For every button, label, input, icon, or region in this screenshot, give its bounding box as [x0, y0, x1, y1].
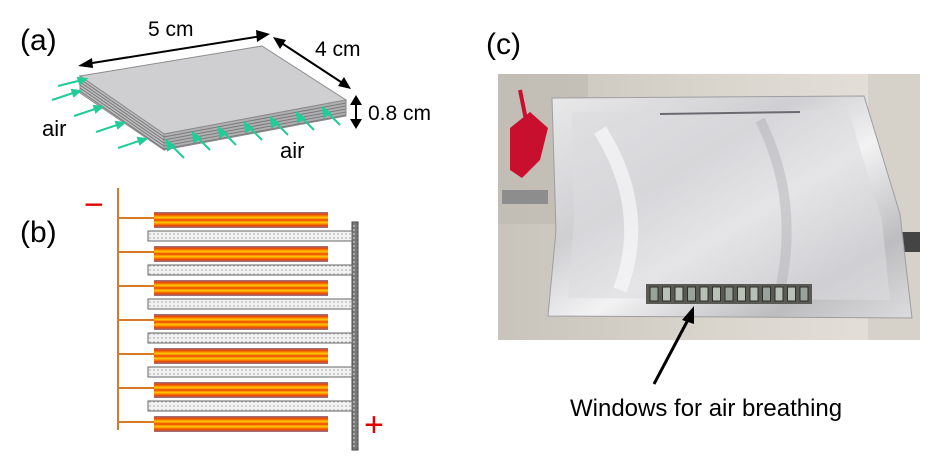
airflow-arrow-front [165, 105, 341, 159]
red-clip [510, 112, 548, 178]
panel-label-a: (a) [20, 24, 57, 57]
positive-collector [351, 221, 359, 451]
air-electrode [154, 280, 328, 296]
pointer-arrow [652, 306, 694, 385]
air-label-left: air [42, 116, 66, 141]
width-label: 4 cm [315, 38, 361, 61]
panel-c: (c) Windows for air breathing [486, 28, 920, 422]
cathode-plate [147, 366, 353, 378]
cathode-plate [147, 400, 353, 412]
air-electrode [154, 246, 328, 262]
air-window-hole [749, 286, 759, 302]
panel-label-c: (c) [486, 28, 521, 61]
left-tab [502, 190, 548, 204]
air-window-hole [674, 286, 684, 302]
positive-sign: + [364, 406, 384, 444]
thickness-label: 0.8 cm [368, 102, 431, 125]
air-electrode [154, 314, 328, 330]
cathode-plate [147, 332, 353, 344]
air-window-hole [787, 286, 796, 302]
plate-stack [78, 45, 348, 151]
negative-sign: − [84, 186, 104, 224]
photo-caption: Windows for air breathing [570, 395, 842, 422]
air-window-hole [687, 286, 696, 302]
air-electrode [154, 382, 328, 398]
panel-a: (a) 5 cm 4 cm [20, 18, 431, 163]
air-window-hole [662, 286, 671, 302]
air-window-hole [737, 286, 746, 302]
panel-label-b: (b) [20, 216, 57, 249]
air-windows [649, 286, 809, 302]
air-window-hole [724, 286, 734, 302]
air-window-hole [762, 286, 771, 302]
air-electrode [154, 348, 328, 364]
electrode-stack [118, 212, 353, 432]
cathode-plate [147, 298, 353, 310]
dimension-width: 4 cm [273, 37, 361, 89]
air-electrode [154, 416, 328, 432]
airflow-arrow-left [51, 76, 149, 149]
length-label: 5 cm [148, 18, 194, 41]
air-window-hole [712, 286, 721, 302]
air-electrode [154, 212, 328, 228]
cathode-plate [147, 264, 353, 276]
photo [498, 74, 920, 340]
cathode-plate [147, 230, 353, 242]
airflow-arrows [51, 76, 341, 159]
air-window-hole [699, 286, 709, 302]
dimension-thickness: 0.8 cm [350, 95, 431, 129]
air-label-front: air [280, 138, 304, 163]
air-window-hole [649, 286, 659, 302]
dimension-length: 5 cm [78, 18, 270, 68]
panel-b: (b) − + [20, 186, 384, 451]
air-window-hole [774, 286, 784, 302]
air-window-hole [799, 286, 809, 302]
